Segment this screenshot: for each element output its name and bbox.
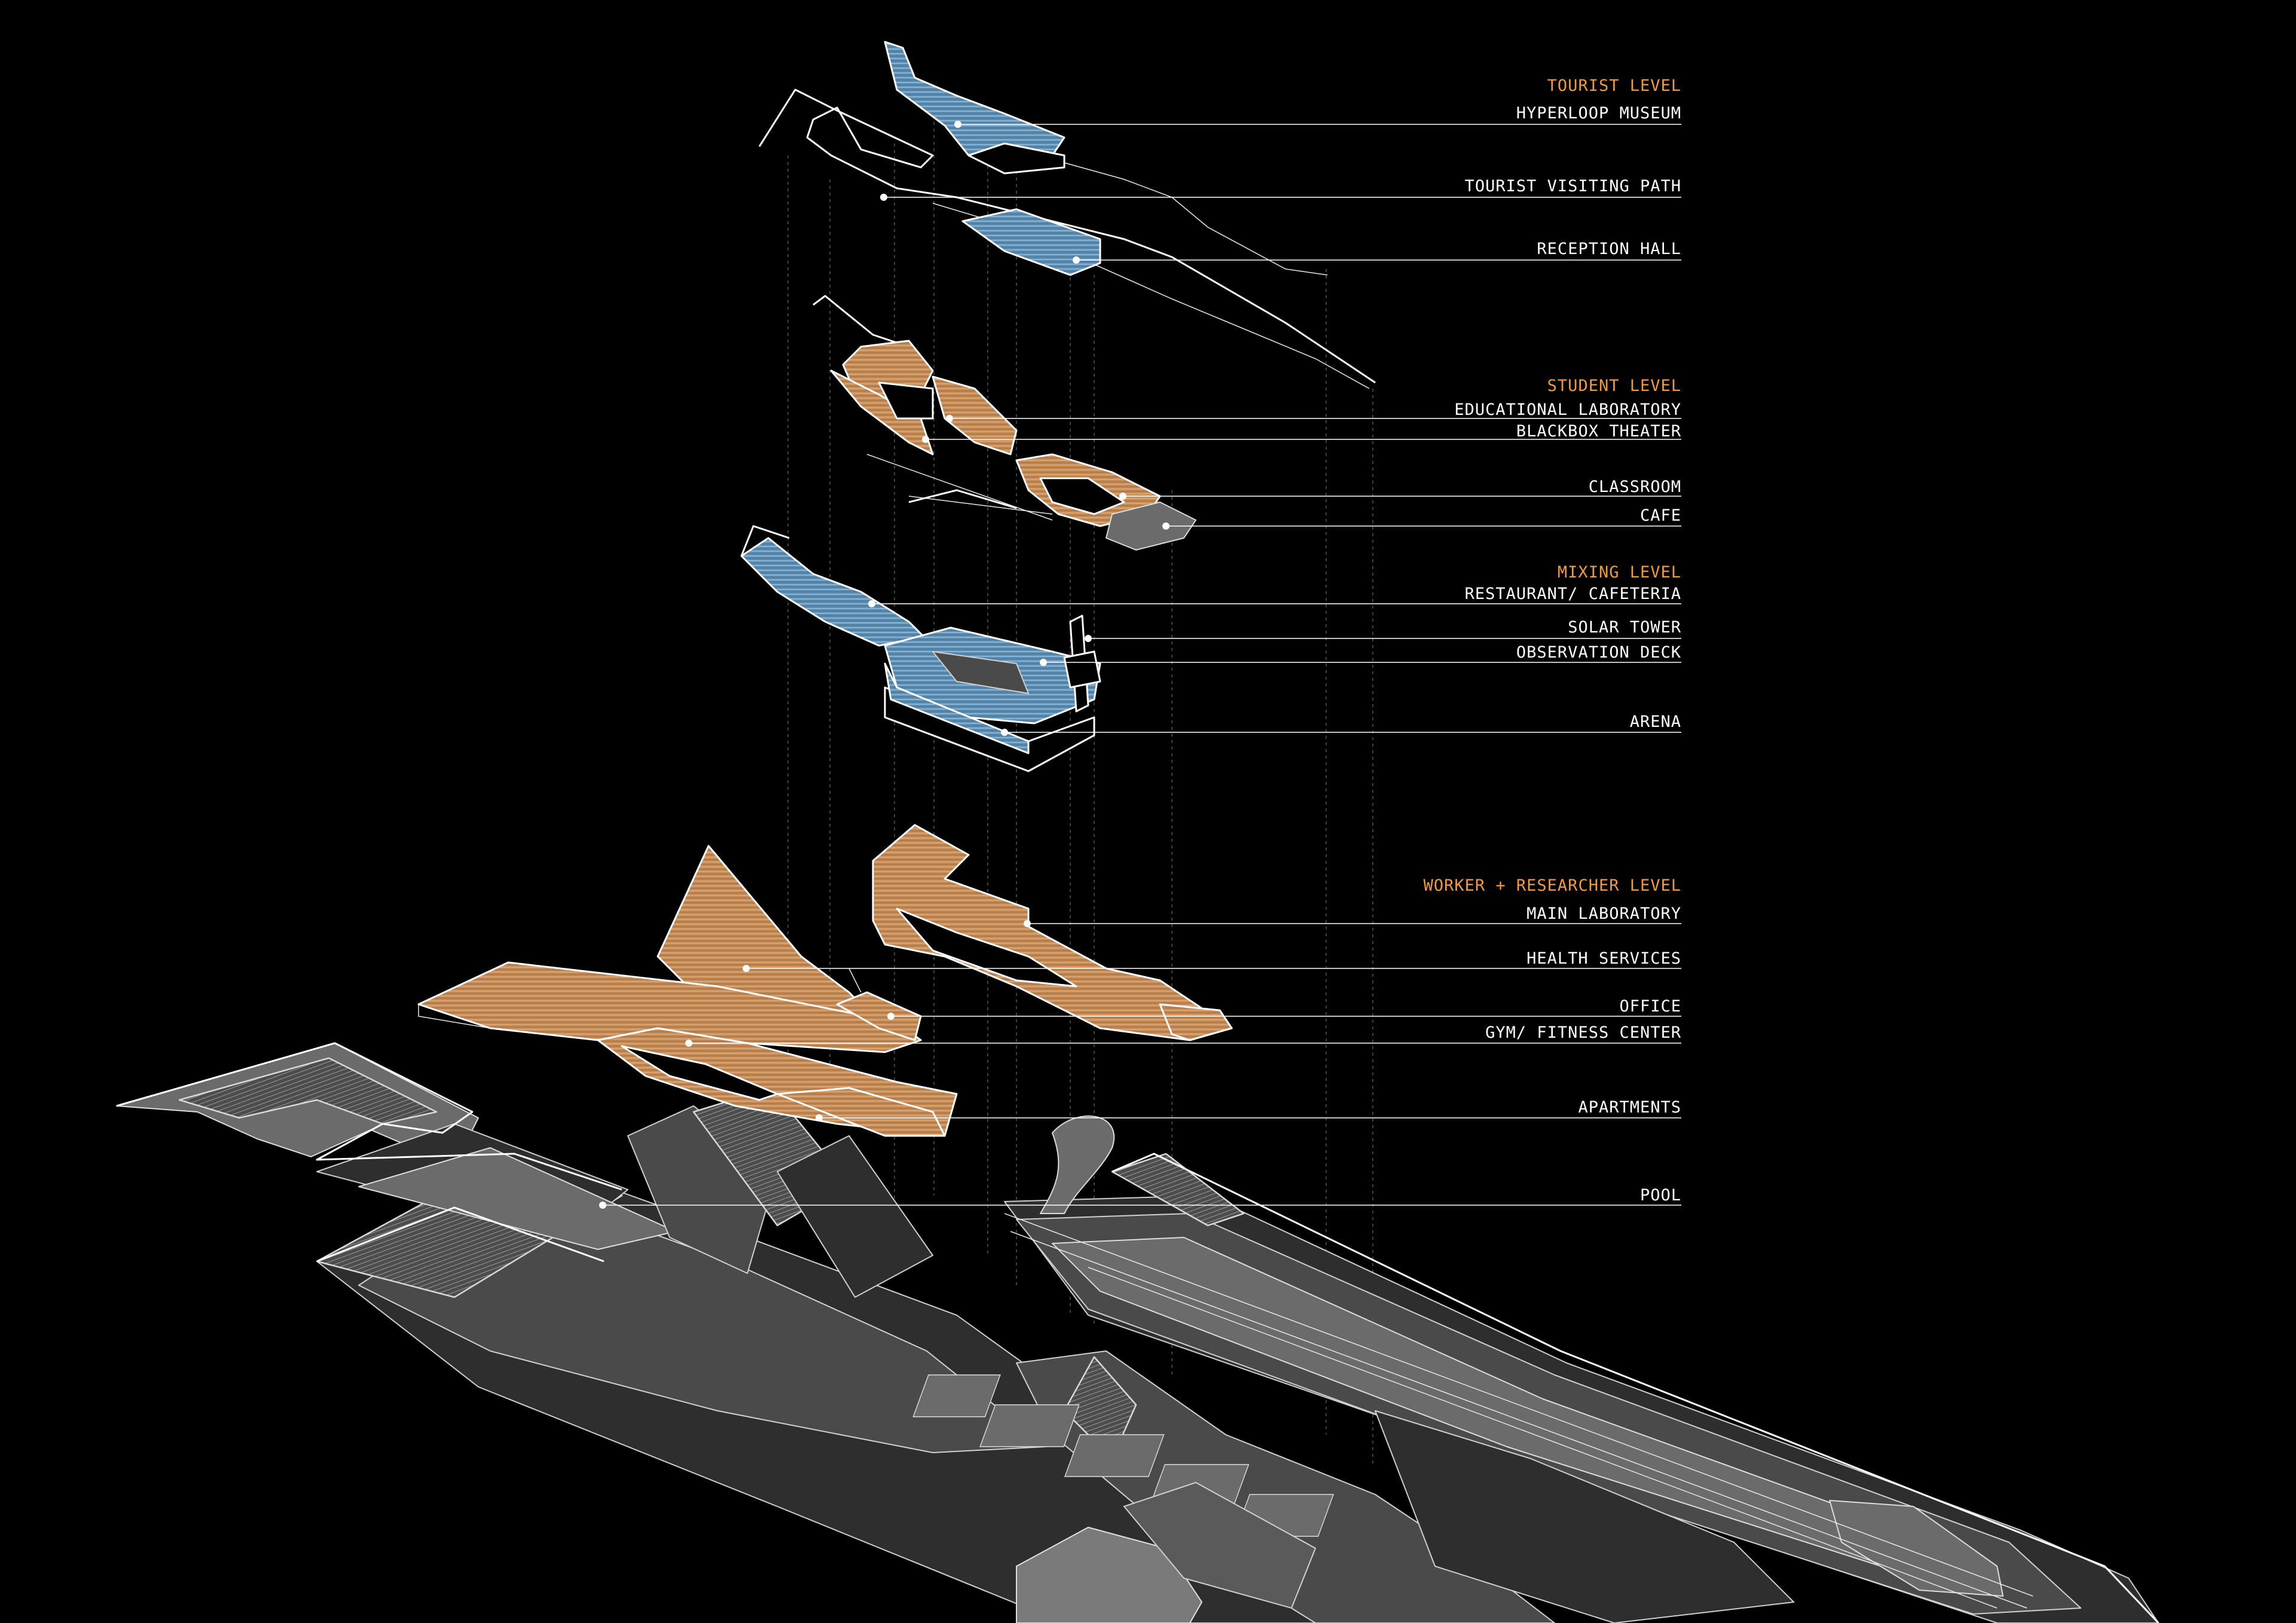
mixing-level-heading: MIXING LEVEL	[1558, 563, 1681, 582]
blackbox-theater-label: BLACKBOX THEATER	[1516, 422, 1681, 441]
educational-laboratory-label: EDUCATIONAL LABORATORY	[1454, 401, 1681, 419]
solar-tower-label: SOLAR TOWER	[1568, 618, 1681, 637]
cafe-label: CAFE	[1640, 506, 1681, 525]
observation-deck-label: OBSERVATION DECK	[1516, 643, 1681, 662]
gym-fitness-center-label: GYM/ FITNESS CENTER	[1485, 1023, 1681, 1042]
mixing-level	[740, 525, 1101, 772]
tourist-level	[758, 41, 1376, 389]
restaurant-cafeteria-label: RESTAURANT/ CAFETERIA	[1465, 585, 1681, 603]
reception-hall-label: RECEPTION HALL	[1537, 240, 1681, 258]
pool-label: POOL	[1640, 1186, 1681, 1205]
student-level	[813, 295, 1196, 551]
office-label: OFFICE	[1619, 997, 1681, 1016]
classroom-label: CLASSROOM	[1589, 478, 1681, 496]
tourist-visiting-path-label: TOURIST VISITING PATH	[1465, 177, 1681, 195]
student-level-heading: STUDENT LEVEL	[1547, 377, 1681, 395]
seating-blocks	[912, 1374, 1335, 1623]
health-services-label: HEALTH SERVICES	[1526, 949, 1681, 968]
labels: TOURIST LEVEL HYPERLOOP MUSEUM TOURIST V…	[1424, 77, 1681, 1205]
main-laboratory-label: MAIN LABORATORY	[1526, 904, 1681, 923]
tourist-level-heading: TOURIST LEVEL	[1547, 77, 1681, 95]
leader-lines	[599, 121, 1681, 1209]
arena-label: ARENA	[1630, 713, 1681, 731]
worker-researcher-level-heading: WORKER + RESEARCHER LEVEL	[1424, 876, 1681, 895]
hyperloop-museum-label: HYPERLOOP MUSEUM	[1516, 104, 1681, 123]
apartments-label: APARTMENTS	[1578, 1098, 1681, 1117]
worker-researcher-level	[417, 824, 1233, 1137]
site-ground-level	[116, 1042, 2160, 1623]
